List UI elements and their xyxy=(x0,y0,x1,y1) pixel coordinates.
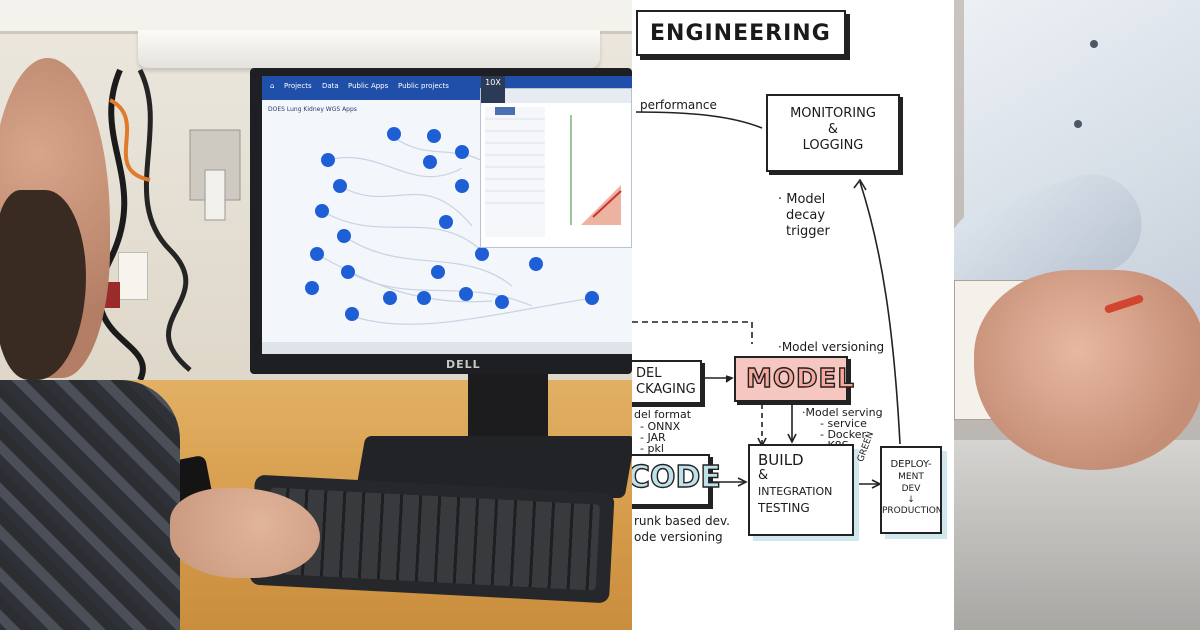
build-line1: BUILD xyxy=(758,451,804,469)
deploy-line4: ↓ xyxy=(907,495,915,505)
screen-taskbar xyxy=(262,342,632,354)
code-versioning-label: ode versioning xyxy=(634,530,723,544)
build-line2: & xyxy=(758,468,769,483)
shelf xyxy=(0,0,632,34)
popup-table xyxy=(485,107,622,237)
hand xyxy=(974,270,1200,470)
packaging-line2: CKAGING xyxy=(636,382,696,397)
build-box: BUILD & INTEGRATION TESTING xyxy=(748,444,854,536)
decay-line2: decay xyxy=(786,208,826,223)
model-serving-label: ·Model serving xyxy=(802,406,883,419)
build-line3: INTEGRATION xyxy=(758,485,833,498)
trunk-dev-label: runk based dev. xyxy=(634,514,730,528)
nav-item-public-projects: Public projects xyxy=(398,82,449,90)
deploy-line1: DEPLOY- xyxy=(890,459,932,470)
monitoring-line3: LOGGING xyxy=(802,138,864,153)
code-label: CODE xyxy=(632,459,722,495)
monitoring-line2: & xyxy=(827,122,839,137)
serving-docker: - Docker xyxy=(820,428,866,441)
decay-line3: trigger xyxy=(786,224,830,239)
deploy-line2: MENT xyxy=(898,472,924,482)
monitor-brand-logo: DELL xyxy=(446,358,481,371)
performance-label: performance xyxy=(640,98,717,112)
diagram-title-box: ENGINEERING xyxy=(636,10,846,56)
person-beard xyxy=(0,190,86,380)
diagram-title: ENGINEERING xyxy=(650,21,831,46)
deploy-line5: PRODUCTION xyxy=(882,506,943,516)
model-box: MODEL xyxy=(734,356,855,402)
monitor-screen: ⌂ Projects Data Public Apps Public proje… xyxy=(262,76,632,354)
model-format-label: del format xyxy=(634,408,692,421)
screen-home-icon: ⌂ xyxy=(270,82,275,90)
shirt-button xyxy=(1074,120,1082,128)
packaging-box: DEL CKAGING xyxy=(632,360,702,404)
laptop xyxy=(954,440,1200,630)
detail-popup: 10X xyxy=(480,76,632,248)
screen-app-title: DOES Lung Kidney WGS Apps xyxy=(268,106,357,113)
packaging-line1: DEL xyxy=(636,366,662,381)
business-card xyxy=(118,252,148,300)
person-hand xyxy=(170,488,320,578)
serving-service: - service xyxy=(820,417,867,430)
diagram-arrows xyxy=(632,111,901,489)
nav-item-data: Data xyxy=(322,82,339,90)
workstation-photo: ⌂ Projects Data Public Apps Public proje… xyxy=(0,0,632,630)
deployment-box: DEPLOY- MENT DEV ↓ PRODUCTION xyxy=(880,446,943,534)
shirt-button xyxy=(1090,40,1098,48)
code-box: CODE xyxy=(632,454,722,506)
workflow-graph xyxy=(305,127,599,325)
nav-item-projects: Projects xyxy=(284,82,312,90)
mlops-diagram: ENGINEERING performance MONITORING & LOG… xyxy=(632,0,954,630)
monitoring-box: MONITORING & LOGGING xyxy=(766,94,900,172)
popup-header xyxy=(481,89,631,103)
hands-photo xyxy=(954,0,1200,630)
decay-line1: · Model xyxy=(778,192,826,207)
model-versioning-label: ·Model versioning xyxy=(778,340,885,354)
format-onnx: - ONNX xyxy=(640,420,681,433)
shelf-light xyxy=(138,30,600,68)
cable-bundle xyxy=(96,68,241,380)
deploy-line3: DEV xyxy=(901,484,921,494)
10x-badge: 10X xyxy=(481,76,505,103)
nav-item-public-apps: Public Apps xyxy=(348,82,389,90)
build-line4: TESTING xyxy=(758,501,810,515)
person-shirt xyxy=(0,380,180,630)
format-jar: - JAR xyxy=(640,431,666,444)
format-pkl: - pkl xyxy=(640,442,664,455)
model-label: MODEL xyxy=(745,363,855,394)
monitoring-line1: MONITORING xyxy=(790,106,876,121)
